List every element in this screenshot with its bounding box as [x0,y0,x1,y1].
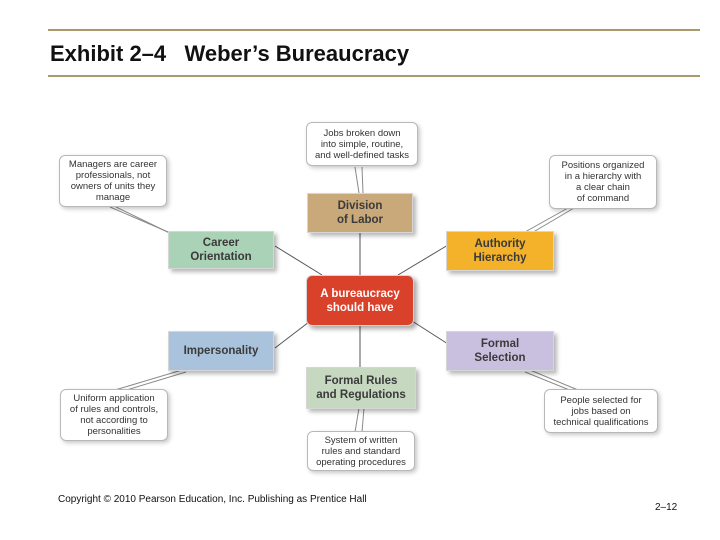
pointer-authority-2 [529,207,575,235]
formal-rules-box: Formal Rules and Regulations [306,367,416,409]
career-orientation-box: Career Orientation [168,231,274,269]
callout-division-of-labor: Jobs broken down into simple, routine, a… [306,122,418,166]
division-of-labor-box: Division of Labor [307,193,413,233]
pointer-division-2 [361,166,364,194]
pointer-impersonality-2 [119,371,187,393]
callout-career-orientation: Managers are career professionals, not o… [59,155,167,207]
callout-authority-hierarchy: Positions organized in a hierarchy with … [549,155,657,209]
pointer-selection-2 [529,369,579,391]
pointer-division [354,166,360,194]
slide-title: Exhibit 2–4 Weber’s Bureaucracy [50,41,410,66]
callout-impersonality: Uniform application of rules and control… [60,389,168,441]
connector-center-career [274,245,323,276]
connector-center-authority [397,244,449,276]
title-rule-bottom [48,75,700,77]
callout-formal-rules: System of written rules and standard ope… [307,431,415,471]
title-rule-top [48,29,700,31]
authority-hierarchy-box: Authority Hierarchy [446,231,554,271]
pointer-impersonality [114,369,183,391]
pointer-rules-2 [361,407,365,433]
pointer-rules [354,407,360,433]
bureaucracy-center-box: A bureaucracy should have [306,275,414,326]
copyright-notice: Copyright © 2010 Pearson Education, Inc.… [58,494,367,505]
callout-formal-selection: People selected for jobs based on techni… [544,389,658,433]
pointer-authority [524,207,569,233]
impersonality-box: Impersonality [168,331,274,371]
pointer-selection [524,371,573,392]
formal-selection-box: Formal Selection [446,331,554,371]
page-number: 2–12 [655,502,678,513]
